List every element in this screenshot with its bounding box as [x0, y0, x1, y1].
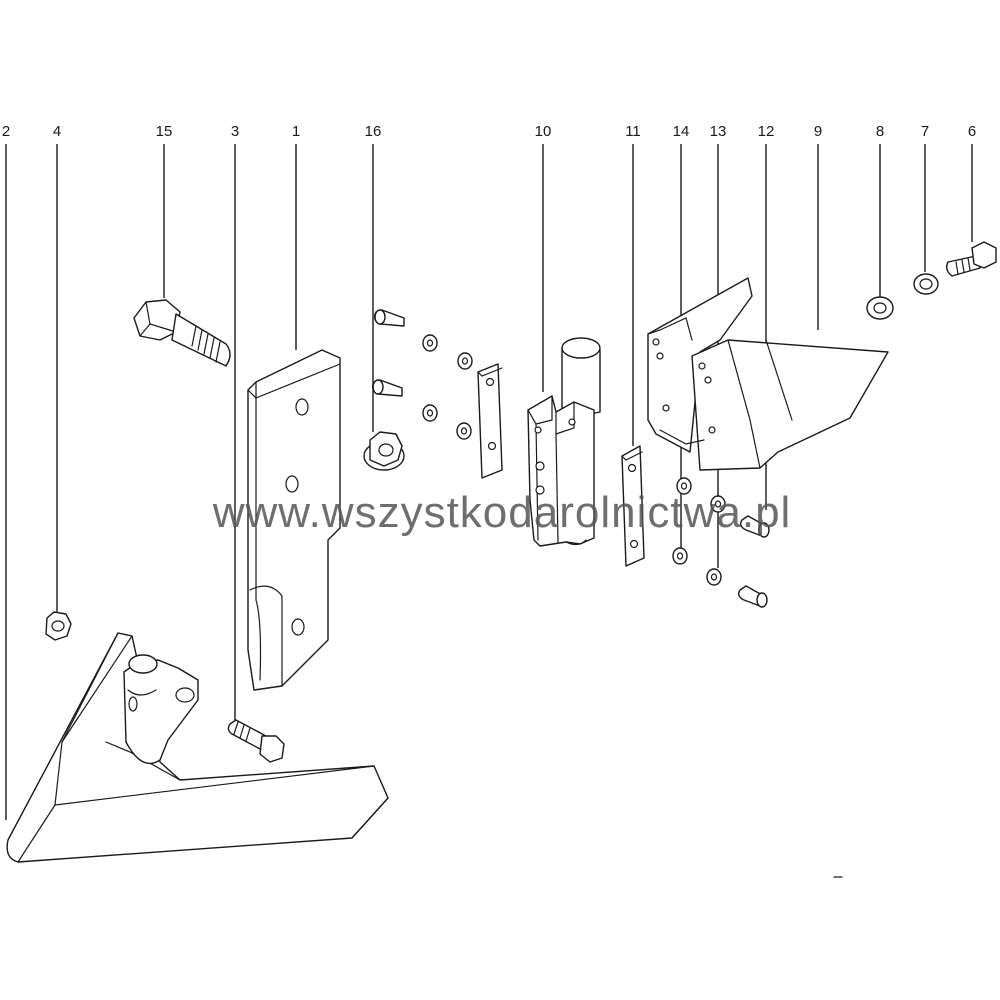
callout-3: 3: [231, 123, 239, 140]
callout-13: 13: [710, 123, 727, 140]
part-14-washers: [672, 477, 692, 565]
part-12-screw-upper-icon: [739, 515, 770, 538]
callout-16: 16: [365, 123, 382, 140]
callout-7: 7: [921, 123, 929, 140]
part-7-washer-icon: [913, 273, 939, 295]
callout-10: 10: [535, 123, 552, 140]
callout-4: 4: [53, 123, 61, 140]
screw-lower-icon: [371, 379, 403, 397]
strip-plate-left: [477, 363, 503, 479]
part-16-flange-nut-icon: [363, 431, 405, 471]
callout-15: 15: [156, 123, 173, 140]
part-8-washer-icon: [866, 296, 894, 320]
callout-6: 6: [968, 123, 976, 140]
part-12-screw-lower-icon: [737, 585, 768, 608]
screw-upper-icon: [373, 309, 405, 327]
callout-14: 14: [673, 123, 690, 140]
part-11-strip-plate: [621, 445, 645, 567]
part-4-nut-icon: [45, 611, 72, 641]
callout-9: 9: [814, 123, 822, 140]
part-10-holder-bracket: [527, 337, 601, 547]
part-6-bolt-icon: [945, 241, 997, 277]
part-3-small-bolt-icon: [227, 719, 285, 763]
callout-12: 12: [758, 123, 775, 140]
part-15-large-bolt-icon: [133, 299, 231, 367]
part-9-mouldboard-wing: [647, 277, 889, 471]
callout-8: 8: [876, 123, 884, 140]
part-1-wear-plate: [247, 349, 341, 691]
callout-1: 1: [292, 123, 300, 140]
part-2-share-body: [6, 632, 389, 863]
callout-11: 11: [625, 123, 641, 140]
part-13-washers: [706, 495, 726, 586]
callout-2: 2: [2, 123, 10, 140]
watermark-text: www.wszystkodarolnictwa.pl: [212, 488, 792, 537]
washers-set-1: [422, 334, 473, 440]
